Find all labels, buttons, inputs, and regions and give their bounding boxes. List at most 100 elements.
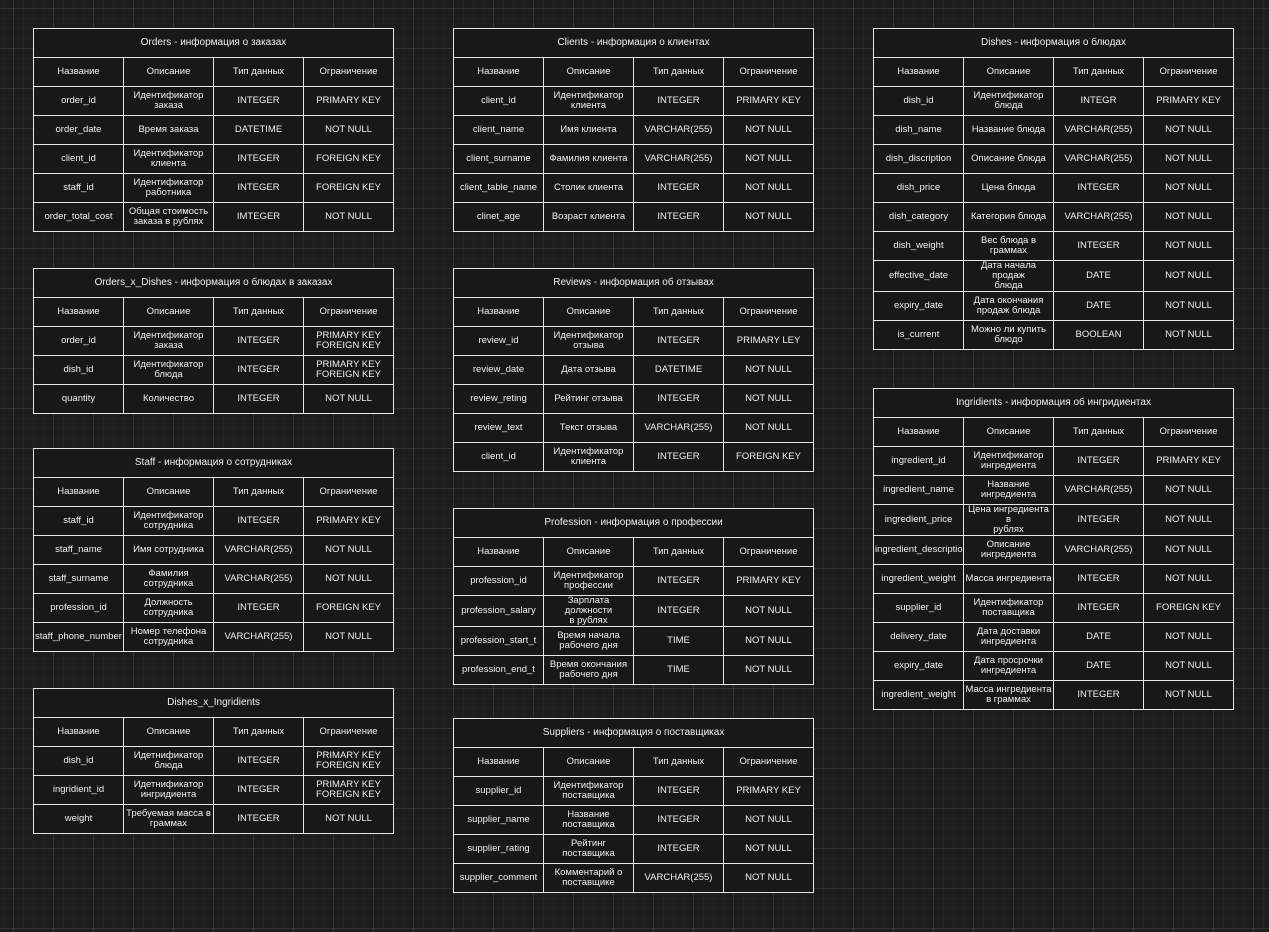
table-ingridients[interactable]: Ingridients - информация об ингридиентах… [873, 388, 1234, 710]
field-type-cell: INTEGER [1053, 231, 1144, 261]
field-type-cell: VARCHAR(255) [1053, 535, 1144, 565]
field-description-cell: Время заказа [123, 115, 214, 145]
field-description-cell: Идетнификатор ингридиента [123, 775, 214, 805]
field-name-cell: client_name [453, 115, 544, 145]
field-constraint-cell: NOT NULL [1143, 564, 1234, 594]
field-constraint-cell: NOT NULL [722, 834, 815, 864]
field-name-cell: supplier_id [873, 593, 964, 623]
field-type-cell: INTEGER [633, 834, 724, 864]
field-description-cell: Можно ли купить блюдо [963, 320, 1054, 350]
field-description-cell: Время начала рабочего дня [543, 626, 634, 656]
field-name-cell: ingredient_weight [873, 564, 964, 594]
field-type-cell: DATETIME [213, 115, 304, 145]
field-name-cell: client_id [453, 442, 544, 472]
field-constraint-cell: PRIMARY KEY FOREIGN KEY [302, 355, 395, 385]
column-header: Тип данных [213, 297, 304, 327]
field-name-cell: dish_price [873, 173, 964, 203]
column-header: Ограничение [1143, 417, 1234, 447]
field-constraint-cell: FOREIGN KEY [302, 593, 395, 623]
column-header: Тип данных [213, 57, 304, 87]
column-header: Описание [123, 297, 214, 327]
field-type-cell: INTEGER [633, 566, 724, 596]
column-header: Название [33, 717, 124, 747]
field-name-cell: dish_name [873, 115, 964, 145]
field-description-cell: Идентификатор клиента [543, 442, 634, 472]
field-constraint-cell: FOREIGN KEY [302, 173, 395, 203]
table-title: Clients - информация о клиентах [452, 28, 815, 58]
field-description-cell: Имя клиента [543, 115, 634, 145]
field-name-cell: review_reting [453, 384, 544, 414]
field-type-cell: INTEGR [1053, 86, 1144, 116]
field-constraint-cell: NOT NULL [1143, 173, 1234, 203]
table-title-row: Profession - информация о профессии [453, 508, 814, 538]
field-constraint-cell: PRIMARY KEY [1143, 86, 1234, 116]
field-name-cell: expiry_date [873, 651, 964, 681]
field-description-cell: Должность сотрудника [123, 593, 214, 623]
column-header: Описание [123, 477, 214, 507]
field-name-cell: expiry_date [873, 291, 964, 321]
field-description-cell: Зарплата должности в рублях [543, 595, 634, 627]
column-header: Тип данных [1053, 57, 1144, 87]
field-type-cell: INTEGER [1053, 504, 1144, 536]
field-description-cell: Идентификатор сотрудника [123, 506, 214, 536]
field-description-cell: Идентификатор поставщика [963, 593, 1054, 623]
field-constraint-cell: NOT NULL [722, 413, 815, 443]
field-name-cell: order_total_cost [33, 202, 124, 232]
field-constraint-cell: NOT NULL [722, 144, 815, 174]
table-title: Orders - информация о заказах [32, 28, 395, 58]
field-description-cell: Требуемая масса в граммах [123, 804, 214, 834]
field-constraint-cell: NOT NULL [1143, 144, 1234, 174]
field-name-cell: ingredient_price [873, 504, 964, 536]
column-header: Название [453, 747, 544, 777]
field-description-cell: Идентификатор ингредиента [963, 446, 1054, 476]
field-type-cell: DATE [1053, 651, 1144, 681]
field-description-cell: Вес блюда в граммах [963, 231, 1054, 261]
field-type-cell: INTEGER [633, 173, 724, 203]
field-name-cell: staff_surname [33, 564, 124, 594]
column-header: Ограничение [722, 297, 815, 327]
field-type-cell: BOOLEAN [1053, 320, 1144, 350]
field-description-cell: Идентификатор заказа [123, 86, 214, 116]
field-constraint-cell: NOT NULL [722, 202, 815, 232]
field-name-cell: is_current [873, 320, 964, 350]
table-orders-x-dishes[interactable]: Orders_x_Dishes - информация о блюдах в … [32, 268, 395, 414]
table-title: Profession - информация о профессии [453, 508, 814, 538]
field-type-cell: VARCHAR(255) [633, 144, 724, 174]
column-header: Название [453, 297, 544, 327]
field-name-cell: ingredient_weight [873, 680, 964, 710]
field-constraint-cell: NOT NULL [1143, 231, 1234, 261]
field-description-cell: Идентификатор работника [123, 173, 214, 203]
field-name-cell: review_id [453, 326, 544, 356]
field-description-cell: Категория блюда [963, 202, 1054, 232]
field-name-cell: client_id [33, 144, 124, 174]
field-type-cell: INTEGER [1053, 173, 1144, 203]
field-type-cell: INTEGER [633, 805, 724, 835]
field-constraint-cell: NOT NULL [302, 564, 395, 594]
field-type-cell: INTEGER [213, 326, 304, 356]
field-description-cell: Идентификатор блюда [123, 355, 214, 385]
field-type-cell: INTEGER [213, 746, 304, 776]
column-header: Тип данных [213, 717, 304, 747]
field-constraint-cell: FOREIGN KEY [302, 144, 395, 174]
column-header: Тип данных [1053, 417, 1144, 447]
